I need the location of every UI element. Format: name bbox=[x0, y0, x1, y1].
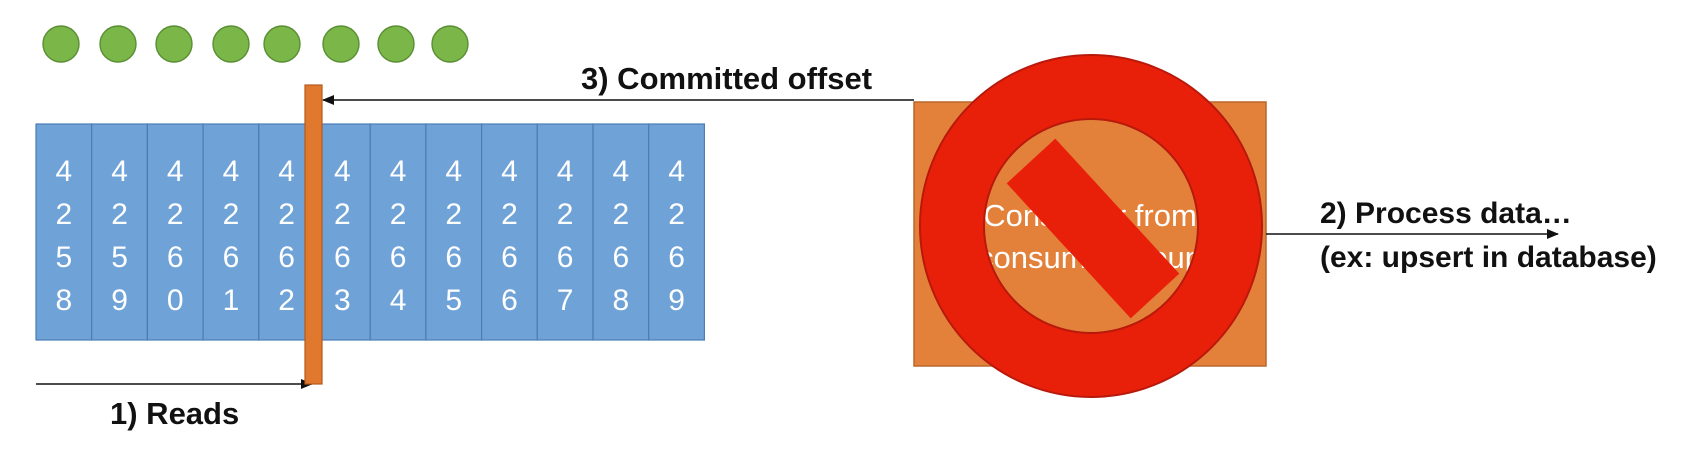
offset-digit: 8 bbox=[613, 284, 630, 317]
partition-cell-box bbox=[592, 123, 650, 341]
offset-digit: 4 bbox=[557, 155, 574, 188]
partition-cell: 4 2 5 9 bbox=[91, 123, 148, 341]
partition-cell-box bbox=[536, 123, 594, 341]
offset-digit: 2 bbox=[223, 198, 240, 231]
offset-digit: 4 bbox=[445, 155, 462, 188]
offset-digit: 6 bbox=[167, 241, 184, 274]
offset-digit: 2 bbox=[167, 198, 184, 231]
offset-digit: 6 bbox=[278, 241, 295, 274]
partition-cell: 4 2 5 8 bbox=[35, 123, 93, 341]
offset-digit: 2 bbox=[501, 198, 518, 231]
offset-digit: 6 bbox=[334, 241, 351, 274]
message-dot bbox=[431, 25, 469, 63]
message-dot bbox=[377, 25, 415, 63]
offset-digit: 4 bbox=[390, 284, 407, 317]
process-data-label-line-1: 2) Process data… bbox=[1320, 197, 1572, 230]
partition-cell: 4 2 6 5 bbox=[425, 123, 483, 341]
offset-digit: 6 bbox=[501, 284, 518, 317]
offset-digit: 6 bbox=[390, 241, 407, 274]
offset-digit: 4 bbox=[334, 155, 351, 188]
message-dot bbox=[263, 25, 301, 63]
offset-digit: 5 bbox=[111, 241, 128, 274]
message-dot bbox=[155, 25, 193, 63]
partition-cell-box bbox=[91, 123, 148, 341]
partition-cell: 4 2 6 0 bbox=[146, 123, 204, 341]
offset-digit: 2 bbox=[111, 198, 128, 231]
committed-offset-label: 3) Committed offset bbox=[581, 61, 873, 96]
process-data-label: 2) Process data… (ex: upsert in database… bbox=[1320, 192, 1657, 280]
partition-cell: 4 2 6 6 bbox=[481, 123, 538, 341]
partition-cell-box bbox=[648, 123, 706, 341]
offset-digit: 6 bbox=[613, 241, 630, 274]
offset-digit: 8 bbox=[56, 284, 73, 317]
partition-cell: 4 2 6 4 bbox=[369, 123, 427, 341]
offset-digit: 4 bbox=[668, 155, 685, 188]
offset-digit: 6 bbox=[223, 241, 240, 274]
offset-digit: 4 bbox=[390, 155, 407, 188]
partition-cell: 4 2 6 9 bbox=[648, 123, 706, 341]
offset-digit: 4 bbox=[501, 155, 518, 188]
offset-digit: 6 bbox=[668, 241, 685, 274]
offset-digit: 6 bbox=[501, 241, 518, 274]
offset-digit: 2 bbox=[668, 198, 685, 231]
offset-digit: 4 bbox=[613, 155, 630, 188]
message-dots bbox=[42, 25, 469, 63]
partition-log: 4 2 5 8 4 2 5 9 4 2 6 0 4 2 6 1 4 2 6 2 4 2 6 3 4 2 6 4 4 2 6 5 4 2 6 6 4 2 6 7… bbox=[35, 123, 706, 341]
message-dot bbox=[322, 25, 360, 63]
prohibited-sign-icon bbox=[918, 54, 1264, 398]
offset-digit: 1 bbox=[223, 284, 240, 317]
offset-digit: 9 bbox=[111, 284, 128, 317]
offset-digit: 2 bbox=[613, 198, 630, 231]
offset-digit: 4 bbox=[111, 155, 128, 188]
partition-cell: 4 2 6 7 bbox=[536, 123, 594, 341]
offset-digit: 3 bbox=[334, 284, 351, 317]
offset-digit: 2 bbox=[278, 198, 295, 231]
partition-cell-box bbox=[35, 123, 93, 341]
offset-digit: 6 bbox=[557, 241, 574, 274]
offset-digit: 5 bbox=[445, 284, 462, 317]
offset-digit: 2 bbox=[334, 198, 351, 231]
offset-digit: 5 bbox=[56, 241, 73, 274]
partition-cell: 4 2 6 8 bbox=[592, 123, 650, 341]
committed-offset-marker bbox=[304, 84, 323, 385]
offset-digit: 4 bbox=[56, 155, 73, 188]
offset-digit: 2 bbox=[445, 198, 462, 231]
partition-cell: 4 2 6 1 bbox=[202, 123, 260, 341]
offset-digit: 2 bbox=[278, 284, 295, 317]
offset-digit: 2 bbox=[557, 198, 574, 231]
offset-digit: 6 bbox=[445, 241, 462, 274]
partition-cell-box bbox=[313, 123, 371, 341]
partition-cell-box bbox=[481, 123, 538, 341]
offset-digit: 9 bbox=[668, 284, 685, 317]
message-dot bbox=[212, 25, 250, 63]
offset-digit: 4 bbox=[278, 155, 295, 188]
process-data-label-line-2: (ex: upsert in database) bbox=[1320, 241, 1657, 274]
offset-digit: 0 bbox=[167, 284, 184, 317]
message-dot bbox=[42, 25, 80, 63]
reads-label: 1) Reads bbox=[110, 396, 240, 431]
offset-digit: 2 bbox=[390, 198, 407, 231]
partition-cell-box bbox=[202, 123, 260, 341]
offset-digit: 4 bbox=[223, 155, 240, 188]
offset-digit: 2 bbox=[56, 198, 73, 231]
message-dot bbox=[99, 25, 137, 63]
partition-cell: 4 2 6 3 bbox=[313, 123, 371, 341]
offset-digit: 7 bbox=[557, 284, 574, 317]
offset-digit: 4 bbox=[167, 155, 184, 188]
